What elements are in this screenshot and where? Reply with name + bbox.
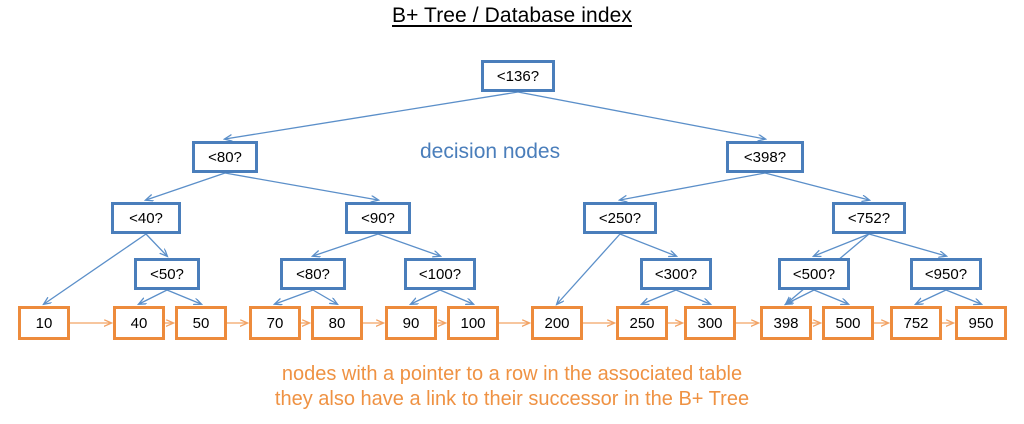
leaf-node[interactable]: 100 (447, 306, 499, 340)
decision-node-label: <40? (129, 209, 163, 227)
edge (377, 233, 440, 256)
edge (619, 233, 676, 256)
page-title: B+ Tree / Database index (392, 4, 632, 27)
edge (146, 172, 226, 200)
edge (275, 289, 314, 304)
edge (313, 233, 379, 256)
caption-line-1: nodes with a pointer to a row in the ass… (281, 363, 743, 385)
leaf-node-label: 250 (629, 314, 655, 332)
edge (145, 233, 167, 256)
edge (814, 233, 870, 256)
decision-node[interactable]: <250? (583, 202, 657, 234)
decision-node[interactable]: <300? (640, 258, 712, 290)
edge (620, 172, 766, 200)
edge (517, 91, 765, 139)
leaf-node-label: 200 (544, 314, 570, 332)
decision-node-label: <50? (150, 265, 184, 283)
decision-node-label: <752? (847, 209, 891, 227)
decision-node-label: <80? (208, 148, 242, 166)
decision-node[interactable]: <80? (192, 141, 258, 173)
leaf-node[interactable]: 398 (760, 306, 812, 340)
leaf-node[interactable]: 200 (531, 306, 583, 340)
edge (557, 233, 621, 304)
edge (411, 289, 441, 304)
leaf-node-label: 500 (835, 314, 861, 332)
edge (764, 172, 869, 200)
edge (916, 289, 947, 304)
edge (868, 233, 946, 256)
decision-node[interactable]: <100? (404, 258, 476, 290)
decision-node[interactable]: <136? (481, 60, 555, 92)
edge (166, 289, 201, 304)
leaf-node[interactable]: 90 (385, 306, 437, 340)
leaf-node-label: 398 (773, 314, 799, 332)
leaf-node[interactable]: 50 (175, 306, 227, 340)
decision-node-label: <136? (496, 67, 540, 85)
decision-node[interactable]: <80? (280, 258, 346, 290)
decision-node-label: <90? (361, 209, 395, 227)
edge (945, 289, 981, 304)
decision-nodes-label: decision nodes (420, 140, 561, 163)
leaf-node[interactable]: 80 (311, 306, 363, 340)
leaf-node-label: 80 (328, 314, 346, 332)
leaf-node-label: 10 (35, 314, 53, 332)
leaf-node[interactable]: 40 (113, 306, 165, 340)
decision-node[interactable]: <398? (726, 141, 804, 173)
edge (675, 289, 710, 304)
decision-node[interactable]: <90? (345, 202, 411, 234)
decision-node-label: <250? (598, 209, 642, 227)
edge (312, 289, 337, 304)
decision-node[interactable]: <500? (778, 258, 850, 290)
decision-node[interactable]: <50? (134, 258, 200, 290)
leaf-node-label: 70 (266, 314, 284, 332)
leaf-node-label: 40 (130, 314, 148, 332)
decision-node-label: <398? (743, 148, 787, 166)
decision-node-label: <950? (924, 265, 968, 283)
leaf-node-label: 50 (192, 314, 210, 332)
edge (786, 289, 815, 304)
leaf-node[interactable]: 10 (18, 306, 70, 340)
leaf-node-label: 300 (697, 314, 723, 332)
leaf-node[interactable]: 70 (249, 306, 301, 340)
leaf-node-label: 950 (968, 314, 994, 332)
leaf-node[interactable]: 300 (684, 306, 736, 340)
decision-node-label: <80? (296, 265, 330, 283)
edge (439, 289, 473, 304)
leaf-node-label: 752 (903, 314, 929, 332)
decision-node[interactable]: <752? (832, 202, 906, 234)
edge (225, 91, 519, 139)
edge (642, 289, 677, 304)
edge (44, 233, 147, 304)
decision-node[interactable]: <950? (910, 258, 982, 290)
leaf-node-label: 100 (460, 314, 486, 332)
edge (139, 289, 168, 304)
leaf-node[interactable]: 752 (890, 306, 942, 340)
leaf-node[interactable]: 500 (822, 306, 874, 340)
leaf-node[interactable]: 250 (616, 306, 668, 340)
edge (224, 172, 378, 200)
caption-line-2: they also have a link to their successor… (274, 388, 750, 410)
leaf-node-label: 90 (402, 314, 420, 332)
leaf-caption: nodes with a pointer to a row in the ass… (0, 362, 1024, 412)
leaf-node[interactable]: 950 (955, 306, 1007, 340)
edge (813, 289, 848, 304)
decision-node-label: <100? (418, 265, 462, 283)
decision-node[interactable]: <40? (111, 202, 181, 234)
decision-node-label: <300? (654, 265, 698, 283)
decision-edges (145, 91, 946, 256)
decision-node-label: <500? (792, 265, 836, 283)
